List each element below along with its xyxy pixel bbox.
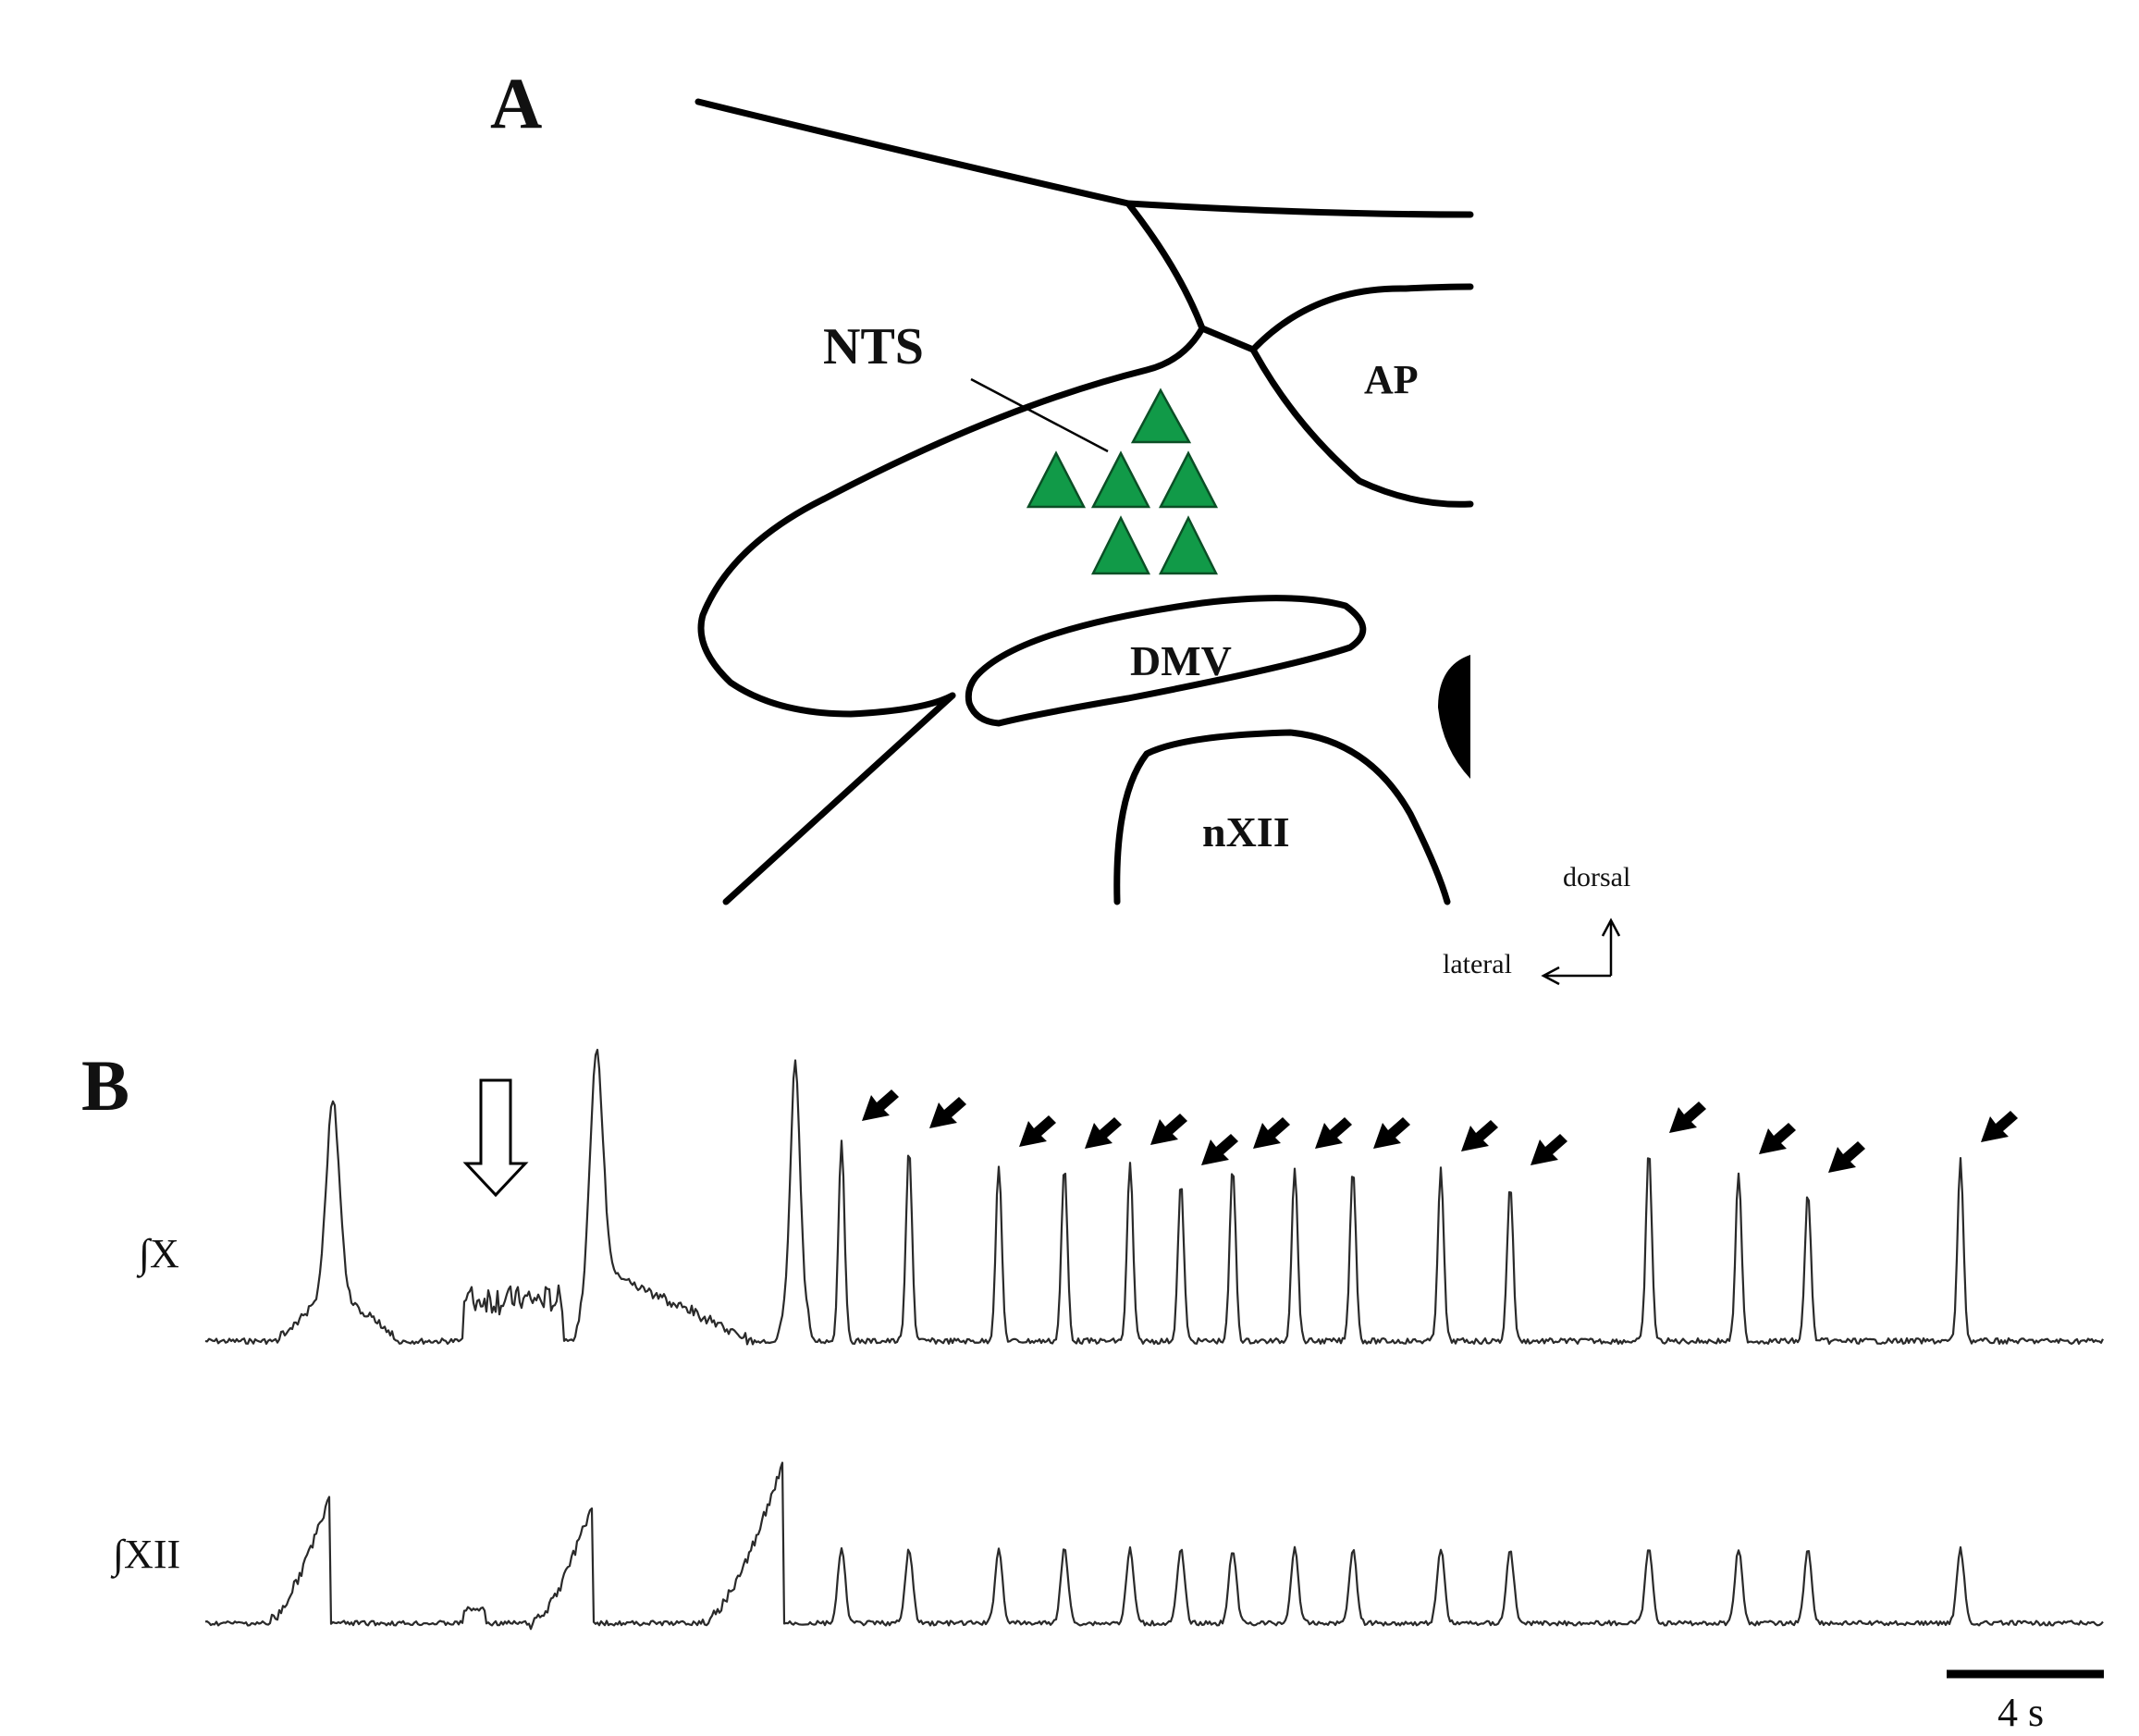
event-arrow-icon bbox=[1669, 1102, 1706, 1133]
dark-structure bbox=[1438, 655, 1470, 779]
event-arrow-icon bbox=[1981, 1111, 2018, 1142]
event-arrow-icon bbox=[1759, 1123, 1796, 1154]
neuron-marker bbox=[1026, 450, 1087, 509]
x-nerve-trace bbox=[204, 1048, 2104, 1346]
dorsal-surface-outline bbox=[695, 98, 1474, 218]
dorsal-arrowhead-icon bbox=[1601, 917, 1621, 937]
event-arrow-icon bbox=[1461, 1120, 1498, 1151]
panel-a-label: A bbox=[490, 63, 542, 143]
nxii-outline bbox=[1113, 729, 1451, 905]
event-arrow-icon bbox=[1201, 1134, 1238, 1165]
event-arrow-icon bbox=[1085, 1117, 1122, 1149]
marked-event-arrows bbox=[862, 1090, 2018, 1173]
dorsal-label: dorsal bbox=[1563, 862, 1630, 893]
neuron-marker bbox=[1090, 450, 1151, 509]
event-arrow-icon bbox=[929, 1097, 966, 1128]
septum-outline bbox=[1125, 200, 1206, 332]
neuron-marker bbox=[1090, 515, 1151, 575]
event-arrow-icon bbox=[862, 1090, 899, 1121]
event-arrow-icon bbox=[1828, 1141, 1865, 1173]
lateral-label: lateral bbox=[1443, 949, 1512, 979]
orientation-compass: dorsal lateral bbox=[1443, 862, 1630, 986]
event-arrow-icon bbox=[1019, 1115, 1056, 1147]
xii-nerve-trace bbox=[204, 1461, 2104, 1631]
neuron-marker bbox=[1158, 515, 1219, 575]
ap-outline bbox=[1249, 283, 1474, 508]
event-arrow-icon bbox=[1315, 1117, 1352, 1149]
dmv-outline bbox=[965, 595, 1367, 727]
event-arrow-icon bbox=[1373, 1117, 1410, 1149]
stimulus-arrow-icon bbox=[462, 1078, 529, 1198]
nts-label: NTS bbox=[823, 318, 924, 376]
lateral-boundary-outline bbox=[722, 692, 956, 905]
xii-trace-label: ∫XII bbox=[110, 1532, 180, 1579]
scale-bar-label: 4 s bbox=[1998, 1690, 2044, 1735]
x-trace-label: ∫X bbox=[136, 1231, 179, 1278]
event-arrow-icon bbox=[1530, 1134, 1567, 1165]
lateral-arrowhead-icon bbox=[1541, 966, 1560, 986]
event-arrow-icon bbox=[1253, 1117, 1290, 1149]
junction-outline bbox=[1199, 325, 1257, 353]
dmv-label: DMV bbox=[1130, 637, 1232, 684]
nxii-label: nXII bbox=[1202, 808, 1290, 856]
neuron-marker bbox=[1130, 388, 1192, 444]
ap-label: AP bbox=[1364, 357, 1419, 402]
nts-neurons bbox=[1026, 388, 1219, 575]
event-arrow-icon bbox=[1150, 1114, 1187, 1145]
nts-outline bbox=[697, 325, 1206, 718]
nts-pointer-line bbox=[970, 377, 1109, 453]
neuron-marker bbox=[1158, 450, 1219, 509]
panel-b-label: B bbox=[81, 1045, 129, 1126]
brainstem-section-diagram bbox=[695, 98, 1474, 905]
